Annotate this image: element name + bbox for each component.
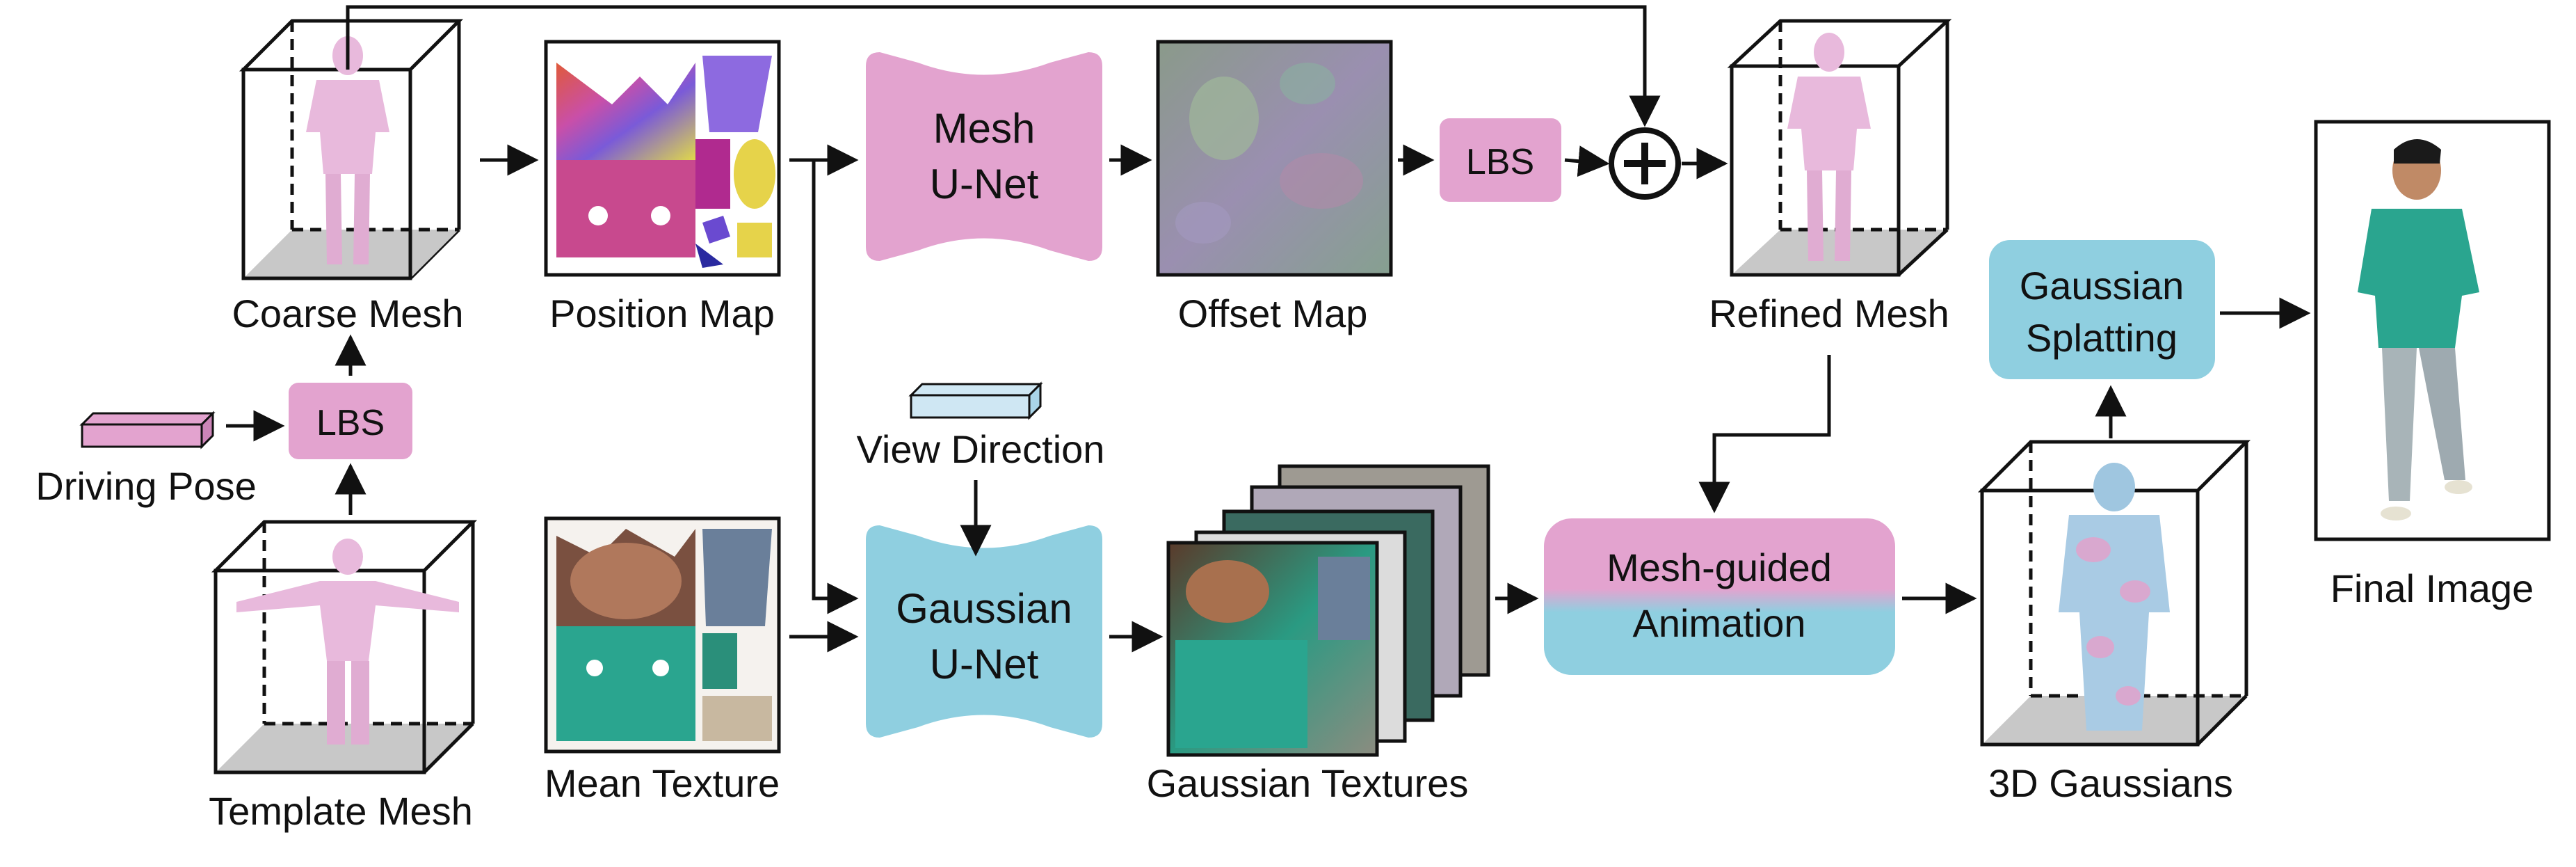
mesh-guided-line1: Mesh-guided bbox=[1607, 546, 1832, 589]
gaussians-3d-label: 3D Gaussians bbox=[1988, 761, 2233, 805]
view-direction-label: View Direction bbox=[857, 427, 1105, 471]
mesh-unet-line1: Mesh bbox=[933, 105, 1036, 152]
gaussians-3d-figure bbox=[2059, 463, 2170, 731]
template-mesh-figure bbox=[236, 539, 459, 745]
gaussian-splatting-block bbox=[1989, 240, 2215, 379]
final-image bbox=[2314, 120, 2551, 541]
lbs-top-block bbox=[1440, 118, 1561, 202]
coarse-mesh-box bbox=[239, 19, 464, 280]
gaussian-unet-line2: U-Net bbox=[930, 641, 1039, 687]
offset-map-image bbox=[1156, 40, 1393, 277]
mesh-unet-line2: U-Net bbox=[930, 161, 1039, 207]
lbs-bottom-block bbox=[289, 383, 412, 459]
add-operator-icon bbox=[1609, 127, 1681, 200]
gaussian-unet-block bbox=[866, 525, 1102, 738]
coarse-mesh-label: Coarse Mesh bbox=[232, 292, 463, 335]
gaussian-textures-stack bbox=[1166, 464, 1490, 757]
driving-pose-block bbox=[79, 411, 216, 450]
driving-pose-label: Driving Pose bbox=[35, 464, 256, 508]
template-mesh-label: Template Mesh bbox=[209, 789, 473, 833]
gaussian-unet-line1: Gaussian bbox=[896, 585, 1072, 632]
mesh-guided-animation-block bbox=[1544, 518, 1895, 675]
position-map-image bbox=[544, 40, 781, 277]
mesh-unet-block bbox=[866, 52, 1102, 261]
gaussian-textures-label: Gaussian Textures bbox=[1147, 761, 1469, 805]
flow-arrows bbox=[346, 5, 2311, 653]
mean-texture-image bbox=[544, 516, 781, 754]
lbs-bottom-label: LBS bbox=[316, 403, 385, 443]
lbs-arrows bbox=[226, 334, 367, 515]
position-map-label: Position Map bbox=[549, 292, 775, 335]
splatting-line1: Gaussian bbox=[2020, 264, 2184, 308]
offset-map-label: Offset Map bbox=[1178, 292, 1368, 335]
mesh-guided-line2: Animation bbox=[1632, 601, 1805, 645]
final-image-label: Final Image bbox=[2331, 566, 2534, 610]
splatting-line2: Splatting bbox=[2026, 316, 2177, 360]
view-direction-block bbox=[908, 381, 1043, 420]
mean-texture-label: Mean Texture bbox=[545, 761, 780, 805]
refined-mesh-label: Refined Mesh bbox=[1709, 292, 1949, 335]
lbs-top-label: LBS bbox=[1466, 142, 1534, 182]
